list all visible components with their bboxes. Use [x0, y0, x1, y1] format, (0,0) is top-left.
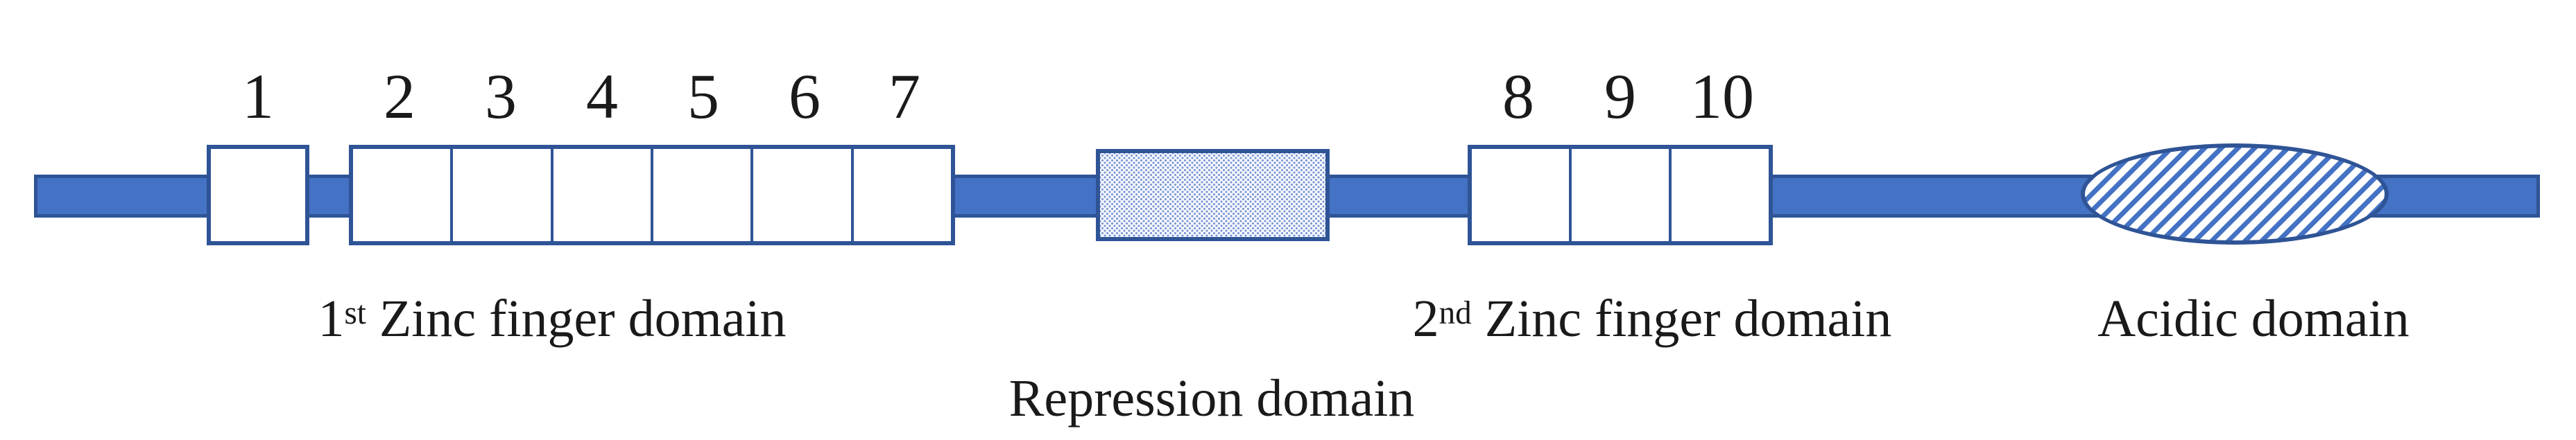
- finger-number-1: 1: [242, 61, 274, 132]
- finger-number-9: 9: [1604, 61, 1636, 132]
- first-zinc-ordinal-suffix: st: [344, 295, 366, 332]
- zinc-finger-box-9: [1569, 149, 1669, 241]
- first-zinc-prefix: 1: [318, 290, 345, 348]
- finger-number-10: 10: [1690, 61, 1754, 132]
- zinc-finger-box-5: [650, 149, 751, 241]
- second-zinc-prefix: 2: [1412, 290, 1439, 348]
- zinc-finger-box-3: [450, 149, 551, 241]
- zinc-finger-box-4: [550, 149, 651, 241]
- zinc-finger-box-8: [1472, 149, 1569, 241]
- first-zinc-text: Zinc finger domain: [366, 290, 787, 348]
- zinc-finger-group-8-10: [1468, 145, 1773, 245]
- zinc-finger-group-2-7: [349, 145, 955, 245]
- second-zinc-finger-domain-label: 2nd Zinc finger domain: [1413, 281, 1892, 357]
- finger-number-7: 7: [888, 61, 920, 132]
- second-zinc-ordinal-suffix: nd: [1439, 295, 1472, 332]
- acidic-domain-label: Acidic domain: [2097, 290, 2410, 348]
- first-zinc-finger-domain-label: 1st Zinc finger domain: [318, 281, 786, 357]
- finger-number-8: 8: [1502, 61, 1534, 132]
- zinc-finger-box-2: [353, 149, 451, 241]
- zinc-finger-box-6: [750, 149, 851, 241]
- acidic-domain-ellipse: [2081, 143, 2389, 245]
- finger-number-4: 4: [586, 61, 618, 132]
- zinc-finger-box-1: [207, 145, 309, 245]
- repression-domain-box: [1096, 149, 1330, 241]
- zinc-finger-box-10: [1669, 149, 1769, 241]
- zinc-finger-box-7: [850, 149, 951, 241]
- repression-domain-label: Repression domain: [1008, 369, 1415, 428]
- second-zinc-text: Zinc finger domain: [1471, 290, 1892, 348]
- finger-number-6: 6: [789, 61, 821, 132]
- finger-number-5: 5: [687, 61, 719, 132]
- finger-number-3: 3: [485, 61, 517, 132]
- finger-number-2: 2: [384, 61, 415, 132]
